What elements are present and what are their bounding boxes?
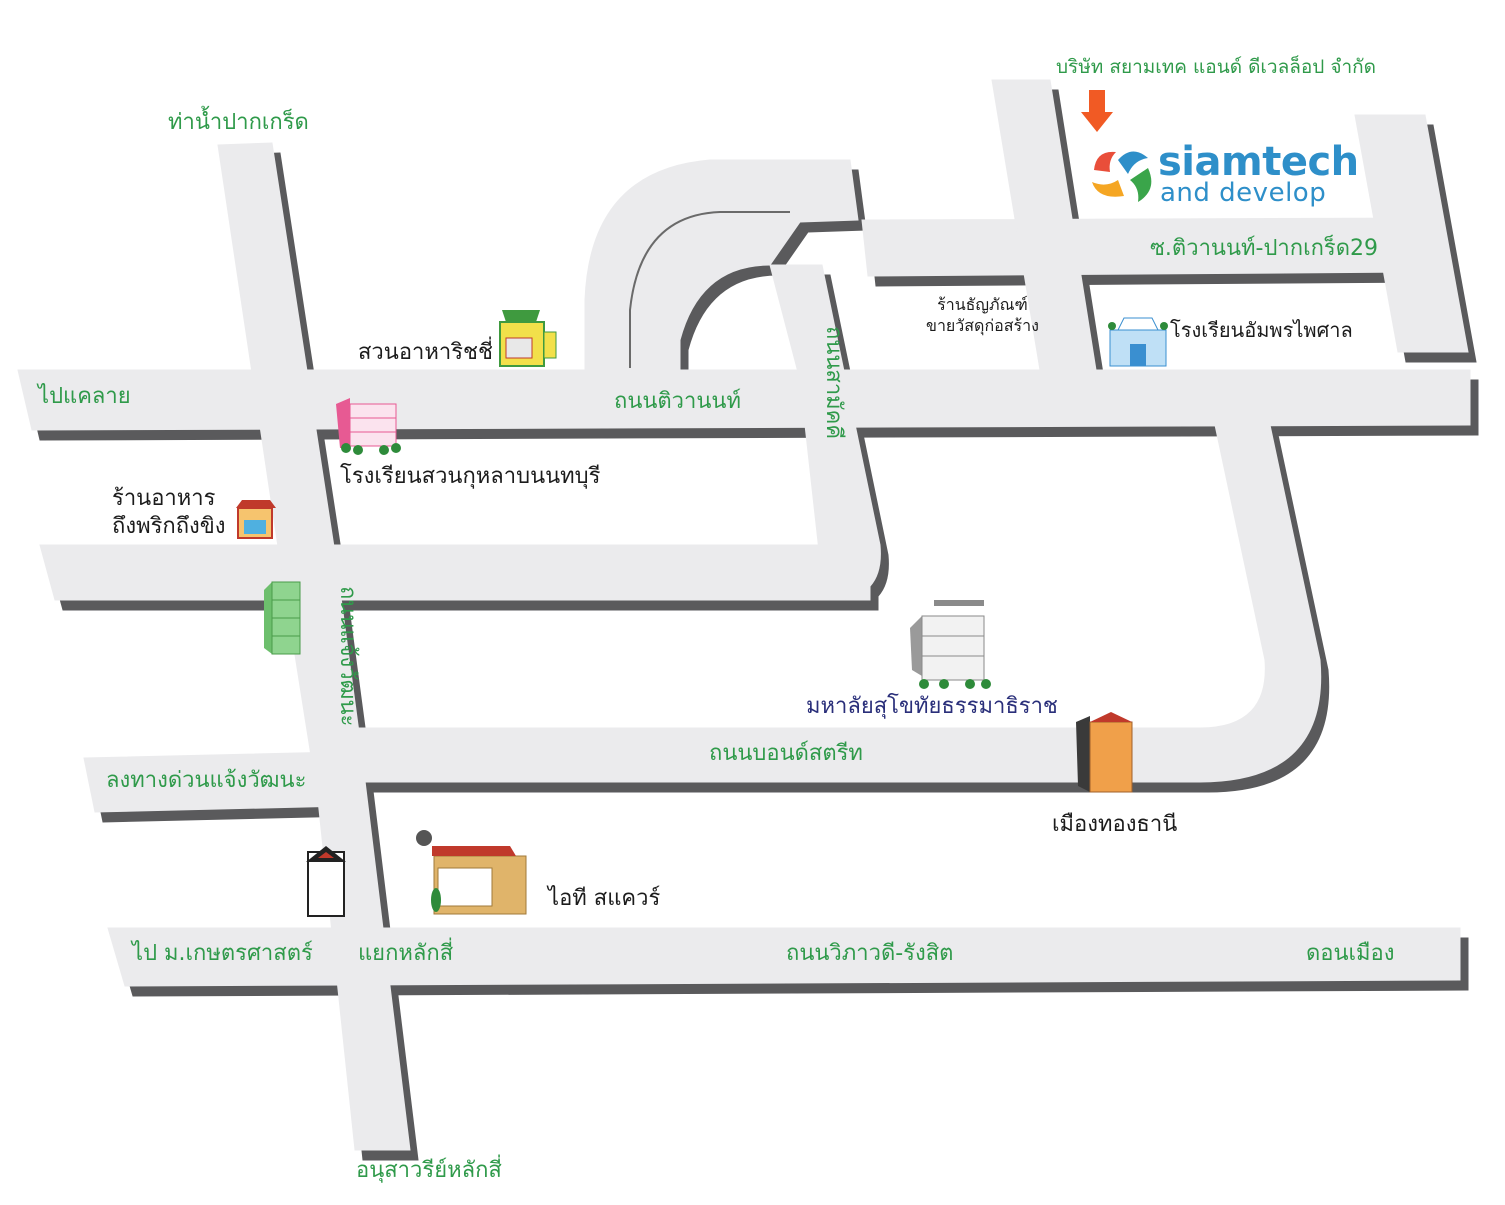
restaurant-stall-icon <box>236 500 276 539</box>
direction-lak-si-monument: อนุสาวรีย์หลักสี่ <box>356 1158 502 1183</box>
high-rise-tower-icon <box>1076 712 1133 793</box>
road-east-vertical <box>1354 114 1469 353</box>
direction-don-mueang: ดอนเมือง <box>1306 941 1395 966</box>
school-building-blue-icon <box>1108 317 1168 367</box>
school-building-pink-icon <box>336 398 401 455</box>
landmark-suankularb-school: โรงเรียนสวนกุหลาบนนทบุรี <box>340 464 601 489</box>
black-tower-icon <box>306 846 346 917</box>
landmark-restaurant-line1: ร้านอาหาร <box>112 486 216 511</box>
landmark-amphon-school: โรงเรียนอัมพรไพศาล <box>1170 318 1353 342</box>
direction-kaset: ไป ม.เกษตรศาสตร์ <box>132 941 313 966</box>
road-east-loop <box>1149 424 1322 783</box>
direction-pak-kret-pier: ท่าน้ำปากเกร็ด <box>168 110 309 135</box>
landmark-stou: มหาลัยสุโขทัยธรรมาธิราช <box>806 694 1058 719</box>
road-soi-29-vertical <box>991 79 1097 371</box>
landmark-it-square: ไอที สแควร์ <box>548 886 661 911</box>
direction-expressway: ลงทางด่วนแจ้งวัฒนะ <box>106 768 307 793</box>
shopping-mall-icon <box>416 830 527 915</box>
green-office-tower-icon <box>264 581 301 655</box>
logo-tagline: and develop <box>1160 178 1327 208</box>
direction-khae-lai: ไปแคลาย <box>38 384 131 409</box>
landmark-icons <box>236 90 1168 917</box>
landmark-hardware-store: ร้านธัญภัณฑ์ ขายวัสดุก่อสร้าง <box>926 295 1039 335</box>
landmark-restaurant-line2: ถึงพริกถึงขิง <box>112 514 226 539</box>
road-samakkhi <box>769 264 881 601</box>
siamtech-logo-icon <box>1092 151 1152 202</box>
logo-wordmark: siamtech <box>1158 139 1359 185</box>
road-label-soi-tiwanon-29: ซ.ติวานนท์-ปากเกร็ด29 <box>1150 236 1379 261</box>
restaurant-shop-icon <box>499 310 557 367</box>
university-factory-icon <box>910 600 991 689</box>
road-tiwanon <box>17 369 1471 431</box>
road-chaengwattana <box>217 142 411 1151</box>
company-name: บริษัท สยามเทค แอนด์ ดีเวลล็อป จำกัด <box>1056 56 1377 78</box>
down-arrow-icon <box>1081 90 1113 132</box>
road-label-vibhavadi: ถนนวิภาวดี-รังสิต <box>786 941 954 966</box>
road-label-tiwanon: ถนนติวานนท์ <box>614 389 741 414</box>
road-label-chaengwattana: ถนนแจ้งวัฒนะ <box>335 586 360 727</box>
road-curve-outline <box>629 211 790 368</box>
road-vibhavadi <box>107 927 1461 987</box>
road-label-samakkhi: ถนนสามัคคี <box>821 326 846 440</box>
road-north-lane <box>39 544 871 601</box>
direction-lak-si-junction: แยกหลักสี่ <box>358 941 454 966</box>
landmark-muang-thong: เมืองทองธานี <box>1052 812 1178 837</box>
landmark-richy-garden: สวนอาหาริชชี่ <box>358 340 493 365</box>
roads <box>17 79 1471 1151</box>
road-label-bond-street: ถนนบอนด์สตรีท <box>709 741 863 766</box>
